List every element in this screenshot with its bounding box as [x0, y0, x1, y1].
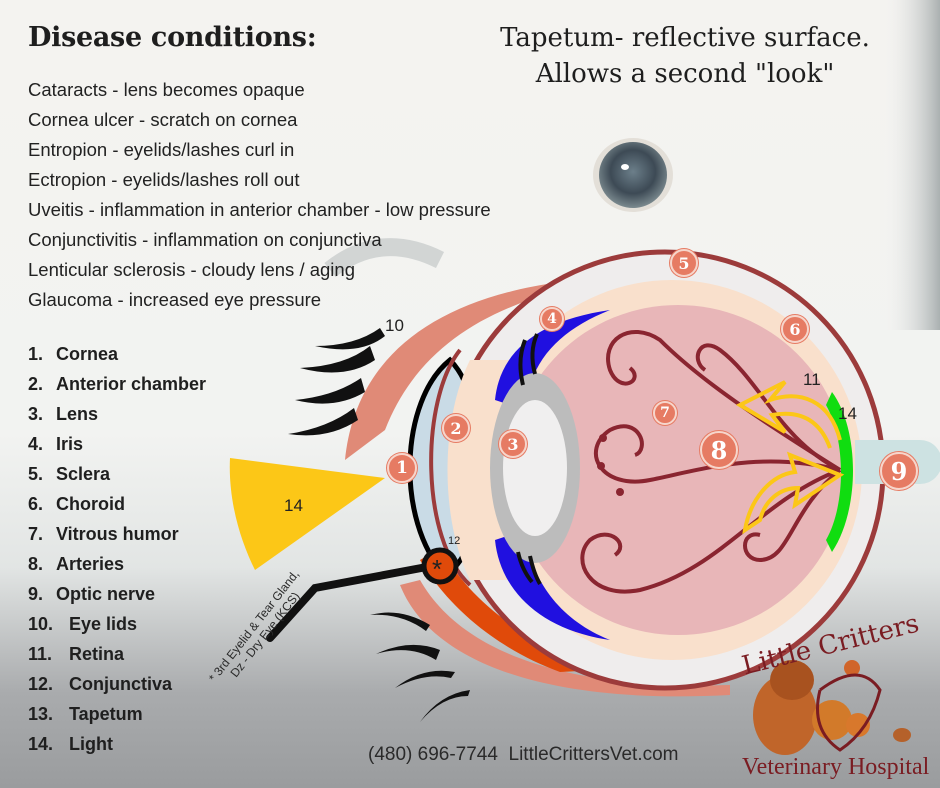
badge-choroid: 6	[781, 315, 809, 343]
label-eyelid: 10	[385, 316, 404, 335]
badge-vitreous-humor: 7	[653, 401, 677, 425]
condition-item: Conjunctivitis - inflammation on conjunc…	[28, 229, 382, 250]
legend-item: 7.Vitrous humor	[28, 524, 179, 544]
vitreous-humor	[510, 305, 846, 635]
phone-number: (480) 696-7744	[368, 744, 498, 765]
stethoscope-heart-icon	[816, 673, 882, 752]
third-eyelid-pointer	[266, 562, 436, 642]
third-eyelid-asterisk: *	[432, 554, 443, 584]
dog-eye-photo	[599, 142, 667, 208]
legend-item: 2.Anterior chamber	[28, 374, 207, 394]
lower-eyelid	[400, 580, 730, 697]
legend-item: 5.Sclera	[28, 464, 111, 484]
legend-item: 3.Lens	[28, 404, 99, 424]
legend-item: 10.Eye lids	[28, 614, 138, 634]
reflected-light-arrows	[735, 380, 845, 535]
legend-item: 6.Choroid	[28, 494, 125, 514]
condition-item: Entropion - eyelids/lashes curl in	[28, 139, 295, 160]
legend-item: 12.Conjunctiva	[28, 674, 173, 694]
label-conjunctiva: 12	[448, 535, 461, 547]
badge-cornea: 1	[387, 453, 417, 483]
legend-item: 4.Iris	[28, 434, 84, 454]
badge-optic-nerve: 9	[880, 452, 918, 490]
legend-item: 9.Optic nerve	[28, 584, 156, 604]
badge-iris: 4	[540, 307, 564, 331]
upper-eyelid	[345, 282, 600, 460]
legend-item: 8.Arteries	[28, 554, 125, 574]
badge-sclera: 5	[670, 249, 698, 277]
tapetum-caption-line2: Allows a second "look"	[535, 59, 835, 89]
upper-eyelashes-icon	[288, 328, 385, 436]
condition-item: Glaucoma - increased eye pressure	[28, 289, 322, 310]
legend-item: 11.Retina	[28, 644, 125, 664]
tapetum-caption: Tapetum- reflective surface. Allows a se…	[440, 20, 930, 92]
cat-icon	[846, 713, 870, 737]
eye-parts-legend: 1.Cornea 2.Anterior chamber 3.Lens 4.Iri…	[28, 341, 206, 761]
label-light-beam: 14	[284, 496, 303, 515]
ciliary-marks	[516, 333, 542, 586]
light-beam	[229, 458, 385, 570]
condition-item: Ectropion - eyelids/lashes roll out	[28, 169, 300, 190]
logo-subtitle: Veterinary Hospital	[742, 754, 930, 780]
condition-item: Cornea ulcer - scratch on cornea	[28, 109, 298, 130]
label-tapetum-light: 14	[838, 404, 857, 423]
label-retina: 11	[803, 370, 821, 389]
tapetum-caption-line1: Tapetum- reflective surface.	[500, 23, 870, 53]
legend-item: 14.Light	[28, 734, 113, 754]
disease-conditions-list: Cataracts - lens becomes opaque Cornea u…	[28, 78, 491, 318]
website-link[interactable]: LittleCrittersVet.com	[508, 744, 679, 765]
badge-anterior-chamber: 2	[442, 414, 470, 442]
legend-item: 13.Tapetum	[28, 704, 143, 724]
tapetum	[826, 392, 853, 552]
badge-arteries: 8	[700, 431, 738, 469]
condition-item: Cataracts - lens becomes opaque	[28, 79, 305, 100]
badge-lens: 3	[499, 430, 527, 458]
legend-item: 1.Cornea	[28, 344, 119, 364]
condition-item: Uveitis - inflammation in anterior chamb…	[28, 199, 491, 220]
contact-footer: (480) 696-7744 LittleCrittersVet.com	[368, 744, 679, 766]
bird-icon	[844, 660, 860, 676]
disease-conditions-heading: Disease conditions:	[28, 22, 317, 53]
condition-item: Lenticular sclerosis - cloudy lens / agi…	[28, 259, 355, 280]
lower-eyelashes-icon	[370, 612, 470, 722]
rabbit-icon	[893, 728, 911, 742]
